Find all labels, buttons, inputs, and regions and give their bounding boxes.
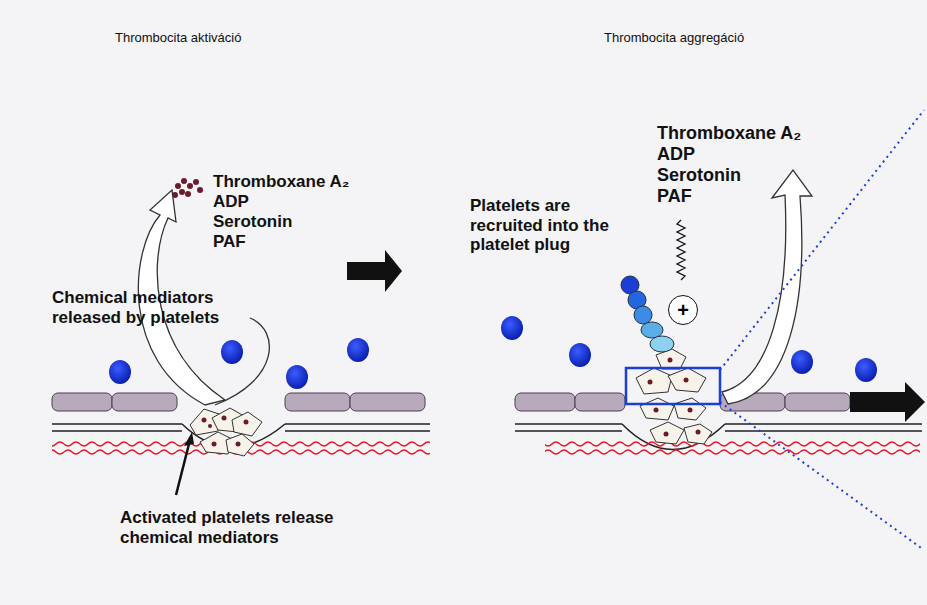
annotation: ADP <box>657 144 695 165</box>
annotation: Chemical mediators released by platelets <box>52 288 267 327</box>
annotation: Activated platelets release chemical med… <box>120 508 360 547</box>
step-arrow <box>347 250 402 292</box>
vessel-wall <box>52 393 430 455</box>
annotation: Serotonin <box>657 165 741 186</box>
release-arrow <box>215 318 269 405</box>
zoom-box <box>626 368 720 404</box>
annotation: PAF <box>657 186 692 207</box>
annotation: ADP <box>213 192 249 212</box>
annotation: Thromboxane A₂ <box>213 172 349 192</box>
annotation: PAF <box>213 232 246 252</box>
release-arrow <box>722 170 812 404</box>
activated-platelet <box>190 408 262 456</box>
signal-line <box>677 220 685 280</box>
panel-title: Thrombocita aktiváció <box>115 31 241 46</box>
zoom-line <box>720 110 924 550</box>
leader-line <box>176 440 190 495</box>
plus-sign: + <box>677 300 689 320</box>
granule <box>648 358 701 437</box>
activation-symbol: + <box>668 295 698 325</box>
annotation: Platelets are recruited into the platele… <box>470 196 620 255</box>
annotation: Serotonin <box>213 212 292 232</box>
step-arrow <box>850 382 925 422</box>
platelet-plug <box>636 349 712 444</box>
panel-title: Thrombocita aggregáció <box>604 31 744 46</box>
recruited-platelet <box>621 276 674 352</box>
annotation: Thromboxane A₂ <box>657 123 801 144</box>
arrowhead <box>184 432 194 446</box>
